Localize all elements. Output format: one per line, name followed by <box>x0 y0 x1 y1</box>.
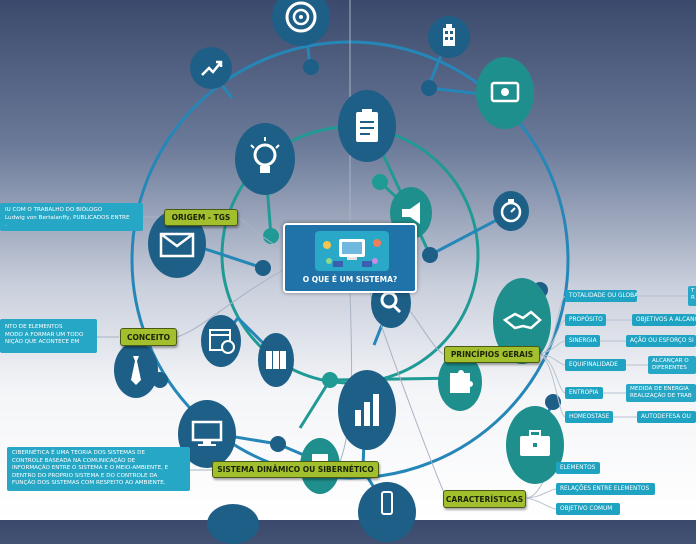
target-icon <box>272 0 330 46</box>
principio-proposito-detail[interactable]: OBJETIVOS A ALCANÇ <box>632 314 696 326</box>
note-line: DENTRO DO PROPRIO SISTEMA E DO CONTROLE … <box>12 472 158 479</box>
note-line: MODO A FORMAR UM TODO <box>5 331 84 338</box>
caracteristica-relacoes[interactable]: RELAÇÕES ENTRE ELEMENTOS <box>556 483 655 495</box>
principio-sinergia-detail[interactable]: AÇÃO OU ESFORÇO SI <box>626 335 696 347</box>
note-line: Ludwig von Bertalanffy, PUBLICADOS ENTRE <box>5 214 130 221</box>
tie-icon <box>114 342 158 398</box>
principio-entropia-detail[interactable]: MEDIDA DE ENERGIA REALIZAÇÃO DE TRAB <box>626 384 696 402</box>
clipboard-icon <box>338 90 396 162</box>
note-line: NIÇÃO QUE ACONTECE EM <box>5 339 80 346</box>
principio-entropia[interactable]: ENTROPIA <box>565 387 603 399</box>
caracteristica-objetivo[interactable]: OBJETIVO COMUM <box>556 503 620 515</box>
detail-line: REALIZAÇÃO DE TRAB <box>630 393 692 399</box>
briefcase-icon <box>506 406 564 484</box>
detail-line: ALCANÇAR O <box>652 358 689 364</box>
note-line: FUNÇÃO DOS SISTEMAS COM RESPEITO AO AMBI… <box>12 480 166 487</box>
conceito-note[interactable]: NTO DE ELEMENTOS MODO A FORMAR UM TODO N… <box>0 319 97 353</box>
topic-origem[interactable]: ORIGEM - TGS <box>164 209 238 226</box>
topic-sistema-dinamico[interactable]: SISTEMA DINÂMICO OU SIBERNÉTICO <box>212 461 379 478</box>
principio-totalidade[interactable]: TOTALIDADE OU GLOBALISMO <box>565 290 637 302</box>
topic-principios[interactable]: PRINCÍPIOS GERAIS <box>444 346 540 363</box>
junction-dots <box>152 59 561 452</box>
systems-illustration <box>315 231 389 271</box>
central-title: O QUE É UM SISTEMA? <box>302 275 398 284</box>
note-line: CIBERNÉTICA É UMA TEORIA DOS SISTEMAS DE <box>12 450 146 456</box>
principio-homeostase[interactable]: HOMEOSTASE <box>565 411 613 423</box>
principio-proposito[interactable]: PROPÓSITO <box>565 314 606 326</box>
chart-up-icon <box>190 47 232 89</box>
principio-totalidade-detail[interactable]: T R <box>688 286 696 306</box>
note-line: INFORMAÇÃO ENTRE O SISTEMA E O MEIO-AMBI… <box>12 465 169 472</box>
detail-line: MEDIDA DE ENERGIA <box>630 386 689 392</box>
building-icon <box>428 16 470 58</box>
phone-icon <box>358 482 416 542</box>
binders-icon <box>258 333 294 387</box>
money-icon <box>476 57 534 129</box>
note-line: CONTROLE BASEADA NA COMUNICAÇÃO DE <box>12 457 136 464</box>
calendar-icon <box>201 315 241 367</box>
topic-conceito[interactable]: CONCEITO <box>120 328 177 346</box>
detail-line: DIFERENTES <box>652 365 687 371</box>
principio-sinergia[interactable]: SINERGIA <box>565 335 600 347</box>
detail-line: R <box>691 295 695 301</box>
stopwatch-icon <box>493 191 529 231</box>
central-topic[interactable]: O QUE É UM SISTEMA? <box>283 223 417 293</box>
bar-chart-icon <box>338 370 396 450</box>
note-line: . <box>5 222 7 229</box>
laptop-icon <box>207 504 259 544</box>
cibernetica-note[interactable]: CIBERNÉTICA É UMA TEORIA DOS SISTEMAS DE… <box>7 447 190 491</box>
principio-homeostase-detail[interactable]: AUTODEFESA OU <box>637 411 696 423</box>
principios-lines <box>525 295 688 510</box>
note-line: NTO DE ELEMENTOS <box>5 324 63 330</box>
lightbulb-icon <box>235 123 295 195</box>
detail-line: T <box>691 288 695 294</box>
caracteristica-elementos[interactable]: ELEMENTOS <box>556 462 600 474</box>
principio-equifinalidade-detail[interactable]: ALCANÇAR O DIFERENTES <box>648 356 696 374</box>
principio-equifinalidade[interactable]: EQUIFINALIDADE <box>565 359 626 371</box>
topic-caracteristicas[interactable]: CARACTERÍSTICAS <box>443 490 526 508</box>
note-line: IU COM O TRABALHO DO BIÓLOGO <box>5 207 103 213</box>
origem-note[interactable]: IU COM O TRABALHO DO BIÓLOGO Ludwig von … <box>0 203 143 231</box>
